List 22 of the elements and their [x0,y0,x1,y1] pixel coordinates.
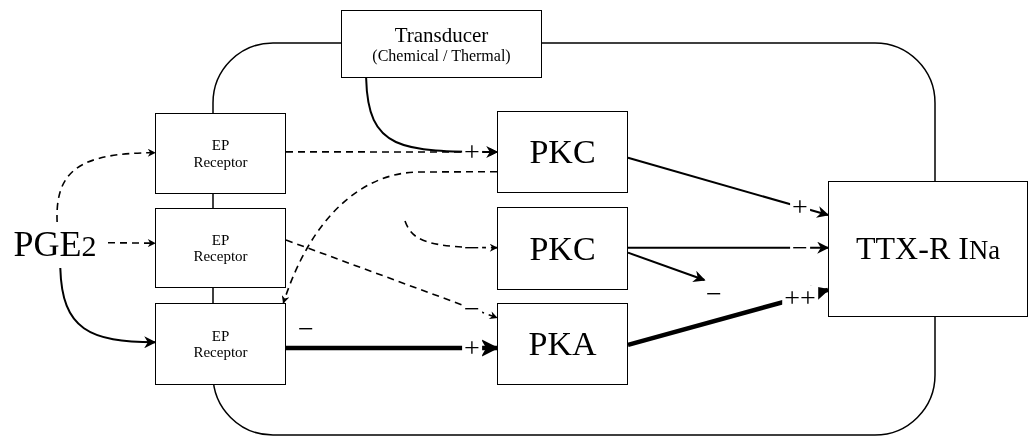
arrow [59,267,157,349]
transducer-box [341,10,542,78]
arrow [404,220,498,252]
receptor-box: EP Receptor [155,113,286,194]
kinase-box: PKA [497,303,628,385]
kinase-box: PKC [497,111,628,193]
sign-label: − [297,316,315,342]
box-title: Transducer [394,23,489,47]
arrow [285,239,498,319]
sign-label: − [702,280,726,308]
receptor-box: EP Receptor [155,208,286,288]
receptor-box: EP Receptor [155,303,286,385]
arrow [627,241,830,254]
box-subtitle: (Chemical / Thermal) [372,46,511,65]
arrow [282,170,498,304]
arrow [285,148,498,156]
kinase-box: PKC [497,207,628,290]
arrow [627,251,706,282]
arrow [56,148,156,223]
arrow [286,339,499,358]
arrow [627,156,830,218]
arrow [107,239,156,248]
